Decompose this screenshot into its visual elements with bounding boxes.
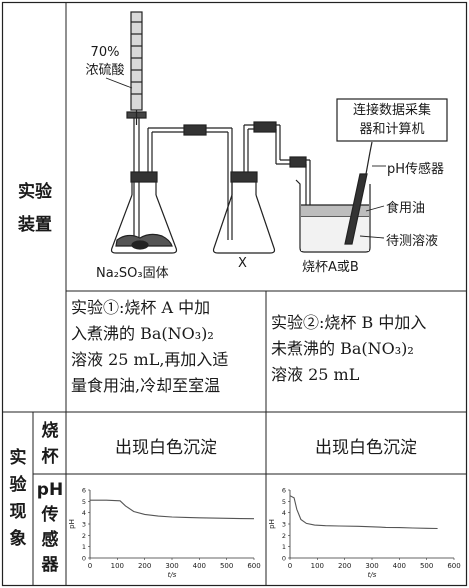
y-tick-label: 0: [82, 555, 86, 563]
y-tick-label: 5: [282, 498, 286, 506]
x-tick-label: 400: [193, 562, 206, 570]
row-header-apparatus-line2: 装置: [18, 215, 52, 235]
x-tick-label: 500: [420, 562, 433, 570]
x-tick-label: 100: [311, 562, 324, 570]
x-tick-label: 200: [138, 562, 151, 570]
x-tick-label: 500: [220, 562, 233, 570]
exp1-line2: 入煮沸的 Ba(NO₃)₂: [71, 324, 214, 343]
y-tick-label: 4: [82, 509, 86, 517]
ph-chart-experiment1: 0 100 200 300 400 500 600 0 1 2 3 4 5 6 pH t/s: [68, 487, 261, 580]
phenomena-char-3: 现: [9, 502, 27, 522]
data-box-line2: 器和计算机: [359, 122, 425, 137]
oil-label: 食用油: [386, 201, 426, 216]
experiment1-description: 实验①:烧杯 A 中加 入煮沸的 Ba(NO₃)₂ 溶液 25 mL,再加入适 …: [71, 295, 228, 399]
exp2-line1: 实验②:烧杯 B 中加入: [271, 313, 427, 332]
y-tick-label: 2: [282, 532, 286, 540]
y-tick-label: 4: [282, 509, 286, 517]
ph-char-4: 器: [41, 555, 59, 575]
x-axis-label: t/s: [168, 571, 177, 579]
flask-x-label: X: [238, 256, 247, 271]
y-tick-label: 5: [82, 498, 86, 506]
ph-chart-experiment2: 0 100 200 300 400 500 600 0 1 2 3 4 5 6 pH t/s: [268, 487, 461, 580]
observation-beaker-b: 出现白色沉淀: [315, 438, 417, 458]
x-tick-label: 300: [165, 562, 178, 570]
acid-name: 浓硫酸: [85, 63, 125, 78]
exp1-line1: 实验①:烧杯 A 中加: [71, 298, 211, 317]
row-header-apparatus: 实验 装置: [4, 176, 66, 242]
ph-sensor-label: pH传感器: [387, 162, 445, 177]
y-axis-label: pH: [68, 519, 76, 529]
x-tick-label: 0: [88, 562, 92, 570]
ph-char-3: 感: [41, 530, 59, 550]
row-header-phenomena: 实 验 现 象: [3, 445, 33, 553]
y-tick-label: 6: [282, 487, 286, 495]
y-tick-label: 6: [82, 487, 86, 495]
y-tick-label: 3: [82, 521, 86, 529]
data-box-line1: 连接数据采集: [352, 103, 431, 118]
x-tick-label: 100: [111, 562, 124, 570]
x-tick-label: 600: [447, 562, 460, 570]
exp2-line2: 未煮沸的 Ba(NO₃)₂: [271, 339, 414, 358]
y-tick-label: 0: [282, 555, 286, 563]
y-tick-label: 1: [282, 543, 286, 551]
ph-curve: [90, 499, 255, 520]
x-tick-label: 0: [288, 562, 292, 570]
x-axis-label: t/s: [368, 571, 377, 579]
flask-label: Na₂SO₃固体: [96, 266, 169, 281]
beaker-char-1: 烧: [41, 421, 59, 441]
phenomena-char-4: 象: [9, 529, 27, 549]
acid-percent: 70%: [90, 45, 120, 60]
exp2-line3: 溶液 25 mL: [271, 365, 360, 384]
beaker-char-2: 杯: [41, 447, 59, 467]
acid-label: 70% 浓硫酸: [76, 44, 134, 80]
sub-header-ph-sensor: pH 传 感 器: [34, 478, 66, 578]
x-tick-label: 200: [338, 562, 351, 570]
x-tick-label: 300: [365, 562, 378, 570]
observation-beaker-a: 出现白色沉淀: [115, 438, 217, 458]
data-acquisition-box: 连接数据采集 器和计算机: [337, 101, 447, 139]
ph-curve: [289, 495, 438, 530]
ph-char-2: 传: [41, 505, 59, 525]
exp1-line4: 量食用油,冷却至室温: [71, 376, 221, 395]
phenomena-char-2: 验: [9, 475, 27, 495]
phenomena-char-1: 实: [9, 448, 27, 468]
x-tick-label: 400: [393, 562, 406, 570]
sub-header-beaker: 烧 杯: [34, 418, 66, 470]
y-axis-label: pH: [268, 519, 276, 529]
solution-label: 待测溶液: [386, 234, 439, 249]
beaker-label: 烧杯A或B: [302, 260, 359, 275]
ph-char-1: pH: [36, 480, 64, 500]
experiment2-description: 实验②:烧杯 B 中加入 未煮沸的 Ba(NO₃)₂ 溶液 25 mL: [271, 310, 426, 388]
y-tick-label: 2: [82, 532, 86, 540]
y-tick-label: 3: [282, 521, 286, 529]
y-tick-label: 1: [82, 543, 86, 551]
x-tick-label: 600: [247, 562, 260, 570]
row-header-apparatus-line1: 实验: [18, 182, 52, 202]
apparatus-drawing: [105, 11, 448, 254]
exp1-line3: 溶液 25 mL,再加入适: [71, 350, 229, 369]
